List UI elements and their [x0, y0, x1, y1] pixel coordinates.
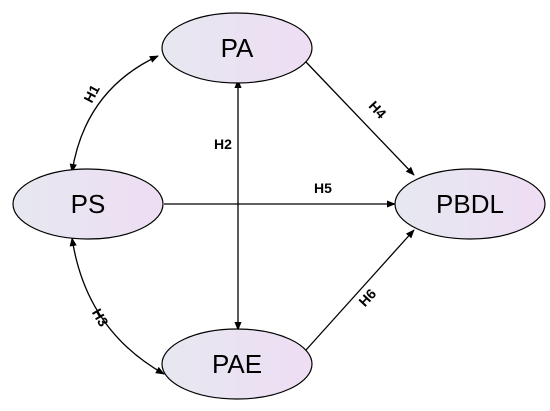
edge-h1-pa-ps — [69, 55, 159, 173]
edge-label-h5: H5 — [314, 180, 332, 196]
edge-label-h3: H3 — [89, 306, 112, 330]
edge-label-h1: H1 — [80, 82, 103, 106]
node-label-pae: PAE — [212, 349, 262, 379]
edge-label-h4: H4 — [366, 98, 390, 122]
edge-h3-ps-pae — [69, 237, 165, 375]
node-label-ps: PS — [71, 189, 106, 219]
edge-h4-pa-pbdl — [305, 61, 415, 176]
edge-label-h2: H2 — [214, 136, 232, 152]
node-ps: PS — [12, 168, 164, 240]
edge-h6-pae-pbdl — [305, 229, 415, 351]
node-pa: PA — [161, 12, 313, 84]
node-label-pbdl: PBDL — [436, 189, 504, 219]
edge-label-h6: H6 — [355, 285, 379, 309]
node-label-pa: PA — [221, 33, 254, 63]
node-pbdl: PBDL — [394, 168, 546, 240]
node-pae: PAE — [161, 328, 313, 400]
